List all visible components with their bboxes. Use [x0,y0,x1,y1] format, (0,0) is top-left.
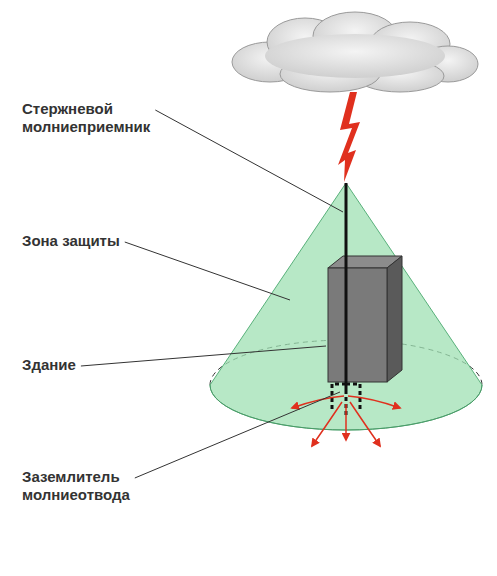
part-label: Заземлитель молниеотвода [22,468,172,504]
leader-line [125,242,290,300]
leader-line [155,110,343,212]
part-label: Стержневой молниеприемник [22,100,172,136]
protection-cone [210,183,482,430]
part-label: Здание [22,356,172,374]
current-arrows [292,396,400,446]
leader-line [135,392,340,478]
leader-line [81,346,326,366]
lightning-rod [345,183,348,390]
lightning-bolt [338,92,360,182]
cloud [232,12,478,92]
part-label: Зона защиты [22,232,172,250]
building [328,256,402,382]
